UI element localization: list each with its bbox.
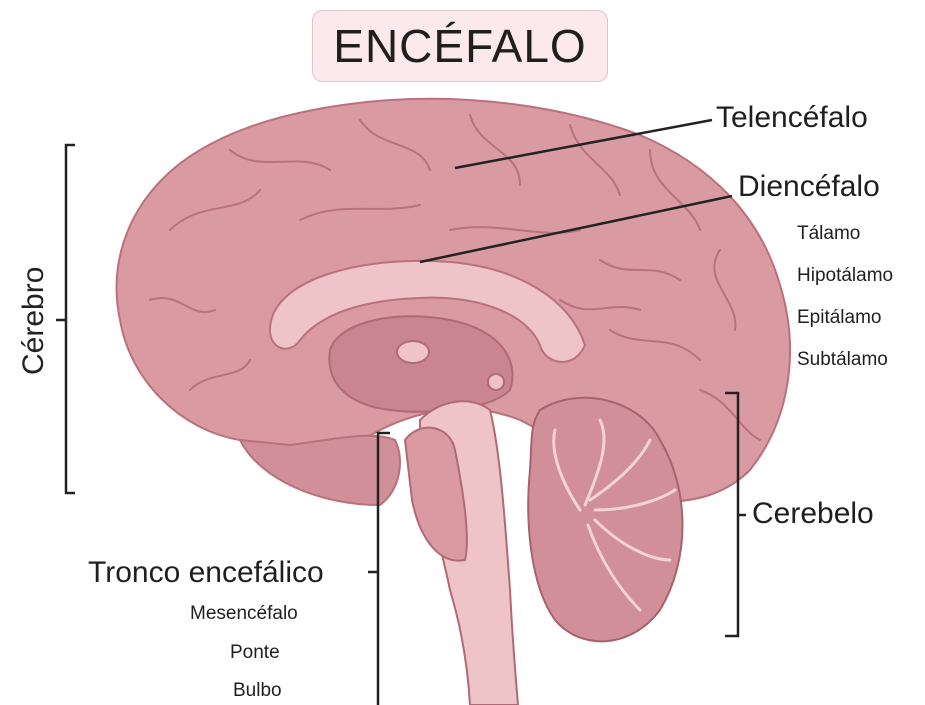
label-diencefalo: Diencéfalo: [738, 170, 880, 204]
label-tronco: Tronco encefálico: [88, 556, 324, 590]
label-cerebro: Cérebro: [17, 315, 47, 375]
label-telencefalo: Telencéfalo: [716, 101, 868, 135]
cerebro-bracket: [66, 145, 75, 493]
label-bulbo: Bulbo: [233, 680, 282, 702]
label-subtalamo: Subtálamo: [797, 349, 888, 371]
pineal-gland: [488, 374, 504, 390]
title-box: ENCÉFALO: [312, 10, 608, 82]
label-talamo: Tálamo: [797, 223, 860, 245]
label-hipotalamo: Hipotálamo: [797, 265, 893, 287]
thalamus: [397, 341, 429, 363]
label-mesencefalo: Mesencéfalo: [190, 603, 298, 625]
label-cerebelo: Cerebelo: [752, 497, 874, 531]
page-title: ENCÉFALO: [333, 19, 586, 73]
temporal-lobe: [240, 436, 400, 505]
label-epitalamo: Epitálamo: [797, 307, 882, 329]
label-ponte: Ponte: [230, 642, 280, 664]
